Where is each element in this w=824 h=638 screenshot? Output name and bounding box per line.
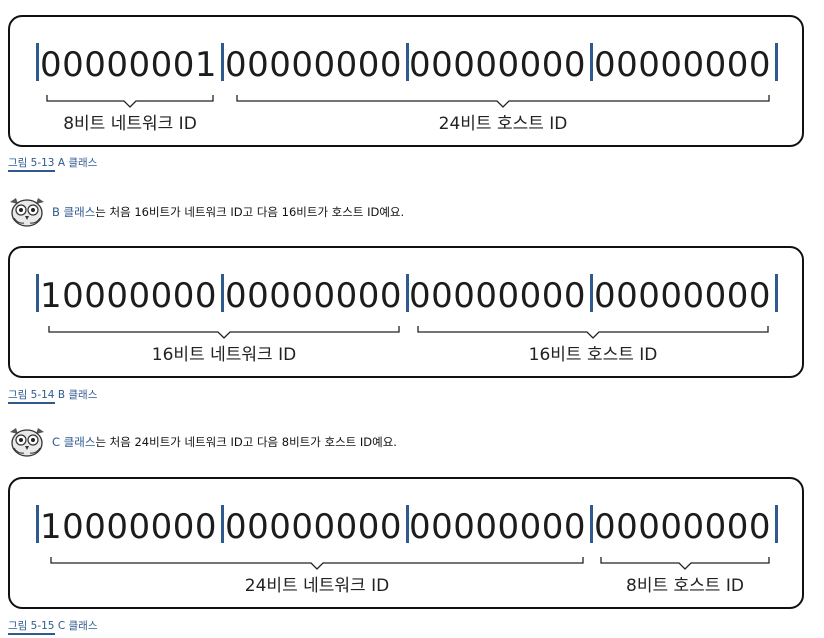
octet-separator bbox=[36, 274, 39, 312]
octet-separator bbox=[36, 505, 39, 543]
owl-mascot-icon bbox=[10, 198, 44, 227]
octet-1: 10000000 bbox=[40, 507, 218, 547]
octet-4: 00000000 bbox=[594, 276, 772, 316]
figure-caption: 그림 5-13 A 클래스 bbox=[8, 155, 98, 172]
network-id-brace bbox=[50, 557, 584, 570]
network-id-label: 24비트 네트워크 ID bbox=[244, 576, 390, 596]
octet-separator bbox=[775, 43, 778, 81]
network-id-brace bbox=[48, 326, 400, 339]
host-id-brace bbox=[600, 557, 770, 570]
network-id-label: 8비트 네트워크 ID bbox=[63, 114, 197, 134]
note-term: C 클래스 bbox=[52, 435, 96, 449]
octet-separator bbox=[406, 274, 409, 312]
octet-3: 00000000 bbox=[409, 507, 587, 547]
ip-address-box-class-b: 10000000 00000000 00000000 00000000 16비트… bbox=[8, 246, 804, 378]
octet-3: 00000000 bbox=[409, 45, 587, 85]
octet-4: 00000000 bbox=[594, 507, 772, 547]
host-id-brace bbox=[417, 326, 769, 339]
figure-caption: 그림 5-15 C 클래스 bbox=[8, 618, 98, 635]
host-id-label: 16비트 호스트 ID bbox=[528, 345, 658, 365]
ip-address-box-class-c: 10000000 00000000 00000000 00000000 24비트… bbox=[8, 477, 804, 609]
octet-separator bbox=[590, 505, 593, 543]
host-id-label: 24비트 호스트 ID bbox=[438, 114, 568, 134]
octet-separator bbox=[221, 43, 224, 81]
ip-address-box-class-a: 00000001 00000000 00000000 00000000 8비트 … bbox=[8, 15, 804, 147]
octet-1: 00000001 bbox=[40, 45, 218, 85]
octet-separator bbox=[221, 505, 224, 543]
octet-separator bbox=[775, 505, 778, 543]
octet-2: 00000000 bbox=[225, 276, 403, 316]
note-text: 는 처음 16비트가 네트워크 ID고 다음 16비트가 호스트 ID예요. bbox=[95, 205, 405, 219]
octet-separator bbox=[36, 43, 39, 81]
note-term: B 클래스 bbox=[52, 205, 96, 219]
octet-1: 10000000 bbox=[40, 276, 218, 316]
octet-3: 00000000 bbox=[409, 276, 587, 316]
caption-number: 그림 5-15 bbox=[8, 620, 55, 635]
caption-text: B 클래스 bbox=[57, 389, 98, 401]
owl-mascot-icon bbox=[10, 428, 44, 457]
octet-separator bbox=[775, 274, 778, 312]
octet-separator bbox=[590, 274, 593, 312]
network-id-brace bbox=[46, 95, 214, 108]
octet-separator bbox=[406, 43, 409, 81]
figure-caption: 그림 5-14 B 클래스 bbox=[8, 387, 98, 404]
octet-separator bbox=[221, 274, 224, 312]
caption-text: C 클래스 bbox=[57, 620, 98, 632]
caption-number: 그림 5-14 bbox=[8, 389, 55, 404]
octet-4: 00000000 bbox=[594, 45, 772, 85]
caption-number: 그림 5-13 bbox=[8, 157, 55, 172]
caption-text: A 클래스 bbox=[57, 157, 98, 169]
octet-separator bbox=[590, 43, 593, 81]
octet-separator bbox=[406, 505, 409, 543]
network-id-label: 16비트 네트워크 ID bbox=[151, 345, 297, 365]
octet-2: 00000000 bbox=[225, 507, 403, 547]
note-text: 는 처음 24비트가 네트워크 ID고 다음 8비트가 호스트 ID예요. bbox=[95, 435, 397, 449]
host-id-brace bbox=[236, 95, 770, 108]
octet-2: 00000000 bbox=[225, 45, 403, 85]
host-id-label: 8비트 호스트 ID bbox=[626, 576, 744, 596]
